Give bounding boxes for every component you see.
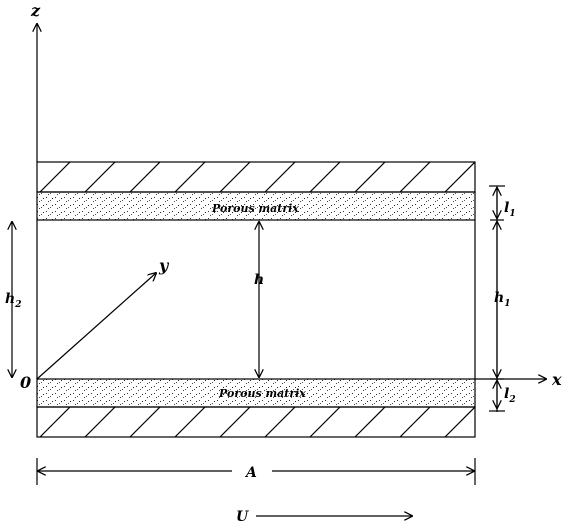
- z-axis-label: z: [30, 1, 41, 20]
- h2-label: h2: [5, 291, 21, 310]
- y-axis-label: y: [158, 256, 170, 275]
- l1-label-base: l: [504, 200, 509, 216]
- top-porous-layer: [36, 191, 476, 221]
- bottom-wall: [36, 406, 476, 438]
- l2-label-sub: 2: [508, 395, 515, 405]
- l2-label-base: l: [504, 386, 509, 402]
- bottom-porous-label: Porous matrix: [218, 387, 306, 400]
- h1-label-base: h: [494, 290, 504, 306]
- l2-label: l2: [504, 386, 516, 405]
- l1-label-sub: 1: [509, 209, 515, 219]
- y-axis: [36, 273, 156, 380]
- h2-label-base: h: [5, 291, 15, 307]
- l1-label: l1: [504, 200, 516, 219]
- origin-label: 0: [20, 373, 31, 392]
- h1-label: h1: [494, 290, 510, 309]
- bottom-wall-hatch: [39, 407, 475, 437]
- h2-label-sub: 2: [14, 300, 21, 310]
- U-label: U: [236, 509, 249, 525]
- h1-label-sub: 1: [504, 299, 510, 309]
- top-wall-hatch: [39, 162, 475, 192]
- top-wall: [36, 161, 476, 193]
- top-porous-label: Porous matrix: [211, 202, 299, 215]
- h-label: h: [254, 272, 264, 288]
- A-label: A: [244, 465, 257, 481]
- x-axis-label: x: [551, 370, 562, 389]
- bottom-porous-layer: [36, 378, 476, 408]
